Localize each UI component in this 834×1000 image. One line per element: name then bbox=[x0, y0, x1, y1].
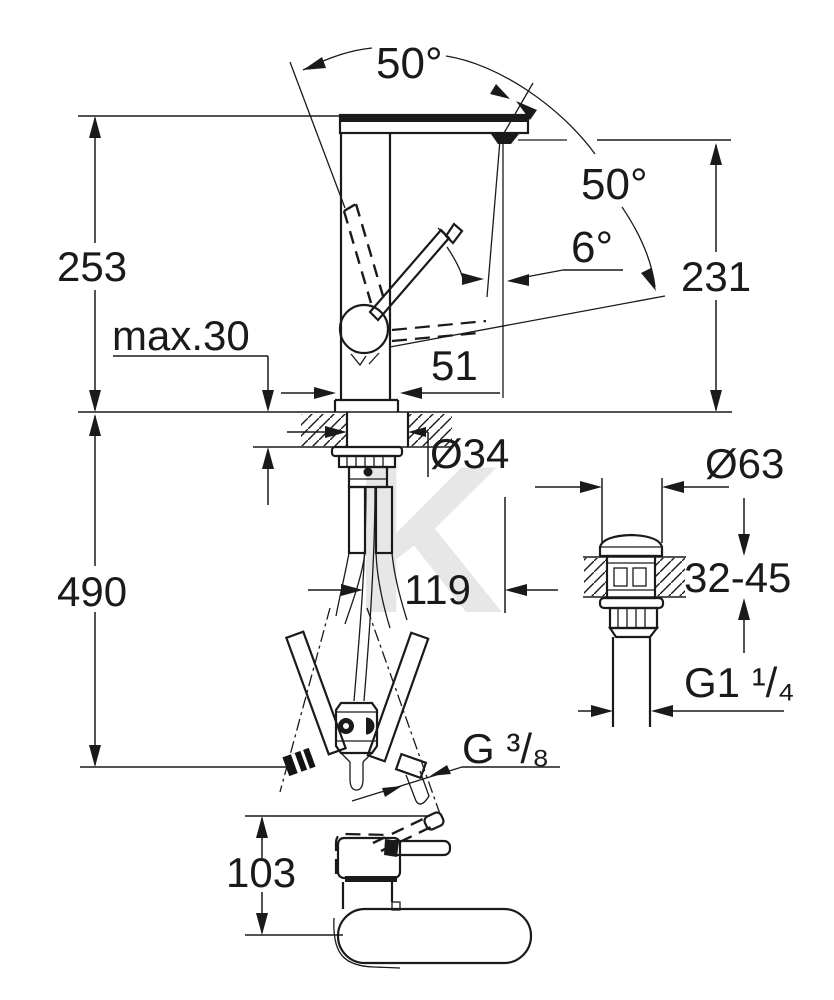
angle-right-label: 50° bbox=[581, 160, 648, 209]
dim-51-label: 51 bbox=[431, 342, 478, 389]
dim-max30-label: max.30 bbox=[112, 312, 250, 359]
bottom-view bbox=[333, 811, 533, 969]
dim-231-label: 231 bbox=[681, 253, 751, 300]
dim-119-label: 119 bbox=[404, 566, 471, 613]
dim-490-label: 490 bbox=[57, 568, 127, 615]
dim-253-label: 253 bbox=[57, 243, 127, 290]
angle-top-label: 50° bbox=[376, 39, 443, 88]
dimension-labels: 50° 50° 6° 253 max.30 51 Ø34 231 490 119… bbox=[57, 39, 795, 896]
front-view bbox=[78, 61, 732, 815]
dim-d34-label: Ø34 bbox=[430, 430, 509, 477]
angle-tilt-label: 6° bbox=[571, 223, 613, 272]
dim-d63-label: Ø63 bbox=[705, 440, 784, 487]
drain-assembly bbox=[583, 533, 686, 727]
thread-g3-8-label: G ³/₈ bbox=[462, 725, 549, 772]
thread-g1-14-label: G1 ¹/₄ bbox=[684, 659, 795, 706]
dim-32-45-label: 32-45 bbox=[684, 554, 791, 601]
dim-103-label: 103 bbox=[226, 849, 296, 896]
dimension-lines bbox=[78, 47, 784, 936]
